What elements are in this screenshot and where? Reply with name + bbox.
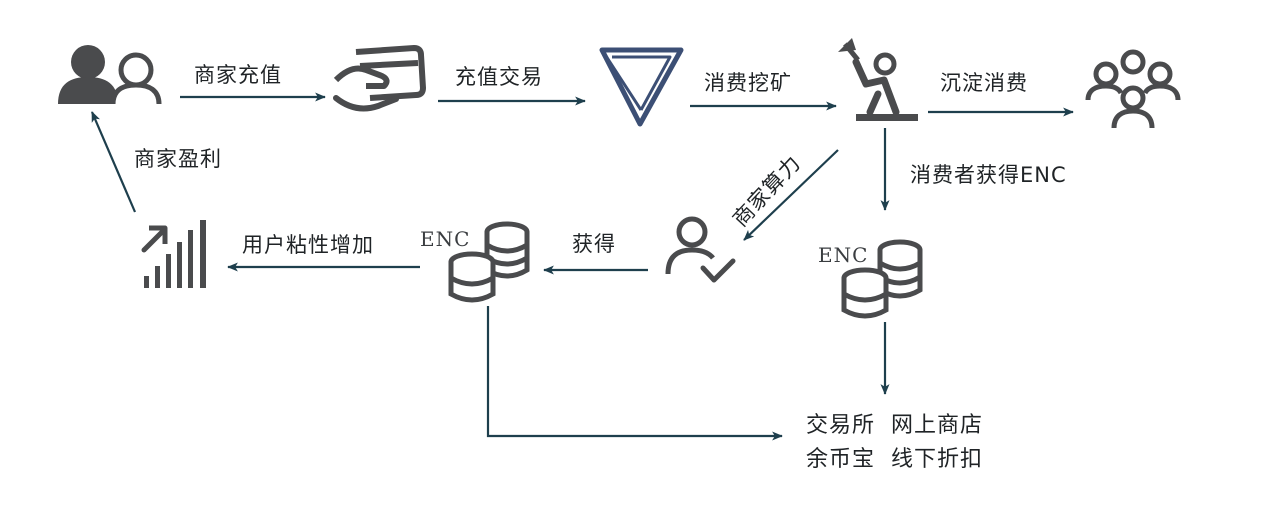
arrow-profit [90, 111, 137, 213]
user-check-icon [665, 216, 736, 283]
destinations-line-1: 交易所 网上商店 [806, 413, 983, 438]
merchant-users-icon [58, 45, 162, 105]
card-in-hand-icon [333, 44, 427, 112]
enc-mark-right: ENC [818, 243, 868, 267]
label-merchant-profit: 商家盈利 [134, 147, 222, 171]
label-user-stickiness: 用户粘性增加 [242, 233, 374, 257]
arrow-to-destinations [486, 306, 783, 441]
label-consume-mining: 消费挖矿 [704, 71, 792, 95]
diamond-icon [599, 47, 684, 127]
destinations-line-2: 余币宝 线下折扣 [806, 447, 983, 472]
miner-icon [838, 38, 918, 121]
enc-mark-left: ENC [420, 227, 470, 251]
label-deposit-consume: 沉淀消费 [940, 71, 1028, 95]
label-obtain: 获得 [572, 232, 616, 256]
growth-signal-icon [141, 220, 206, 288]
consumer-group-icon [1085, 49, 1181, 129]
enc-coins-icon-right: ENC [818, 239, 923, 319]
label-recharge-trade: 充值交易 [455, 65, 543, 89]
label-merchant-recharge: 商家充值 [194, 63, 282, 87]
arrow-hashpower [743, 149, 839, 241]
enc-coins-icon-left: ENC [420, 221, 530, 303]
label-consumer-get-enc: 消费者获得ENC [910, 163, 1067, 187]
